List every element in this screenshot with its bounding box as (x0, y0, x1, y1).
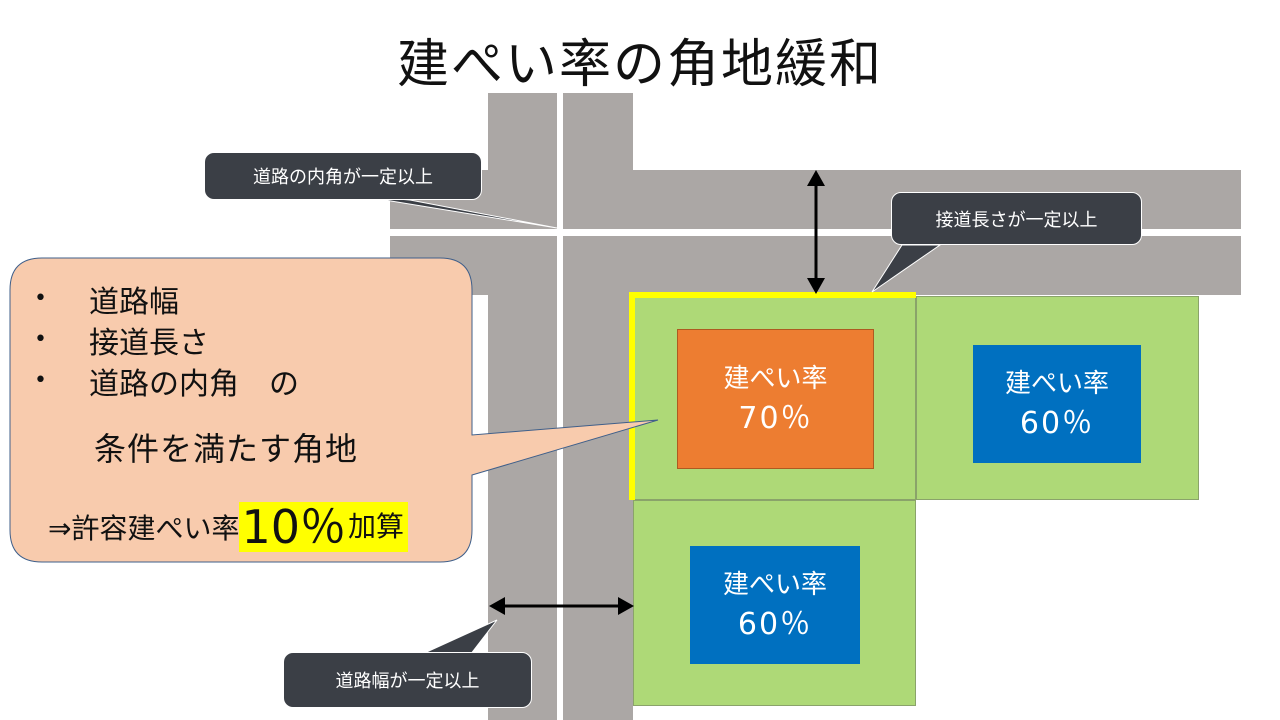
coverage-label: 建ぺい率 (723, 364, 828, 394)
coverage-box-right: 建ぺい率 60％ (973, 345, 1141, 463)
conditions-list: • 道路幅 • 接道長さ • 道路の内角 の (30, 278, 299, 402)
condition-text: 道路の内角 の (89, 366, 299, 402)
corner-frontage-highlight-top (629, 292, 916, 298)
result-value-highlight: 10％ (239, 500, 349, 554)
slide-title: 建ぺい率の角地緩和 (396, 35, 883, 95)
relaxation-result: ⇒許容建ぺい率 10％ 加算 (48, 500, 409, 554)
callout-frontage-text: 接道長さが一定以上 (935, 209, 1098, 231)
coverage-box-corner: 建ぺい率 70％ (677, 329, 874, 469)
result-suffix: 加算 (348, 502, 409, 552)
bullet: • (34, 286, 47, 311)
conditions-summary: 条件を満たす角地 (94, 430, 359, 468)
road-centerline-vertical (557, 93, 563, 720)
coverage-label: 建ぺい率 (722, 570, 827, 600)
condition-item: • 道路幅 (30, 278, 299, 320)
callout-road-angle-text: 道路の内角が一定以上 (253, 167, 433, 188)
corner-frontage-highlight-left (629, 292, 635, 500)
coverage-value: 60％ (1019, 406, 1095, 441)
callout-frontage: 接道長さが一定以上 (891, 192, 1142, 245)
result-prefix: ⇒許容建ぺい率 (48, 512, 240, 545)
coverage-label: 建ぺい率 (1004, 369, 1109, 399)
condition-item: • 接道長さ (30, 319, 299, 361)
condition-text: 道路幅 (89, 284, 179, 320)
callout-tail-road-width (419, 619, 498, 656)
coverage-value: 70％ (738, 401, 813, 436)
coverage-box-bottom: 建ぺい率 60％ (690, 546, 860, 664)
callout-road-width: 道路幅が一定以上 (283, 652, 532, 708)
bullet: • (34, 327, 47, 352)
condition-item: • 道路の内角 の (30, 360, 299, 402)
condition-text: 接道長さ (89, 325, 209, 361)
coverage-value: 60％ (737, 607, 813, 642)
bullet: • (34, 368, 47, 393)
callout-road-width-text: 道路幅が一定以上 (335, 671, 480, 692)
callout-road-angle: 道路の内角が一定以上 (204, 152, 482, 200)
